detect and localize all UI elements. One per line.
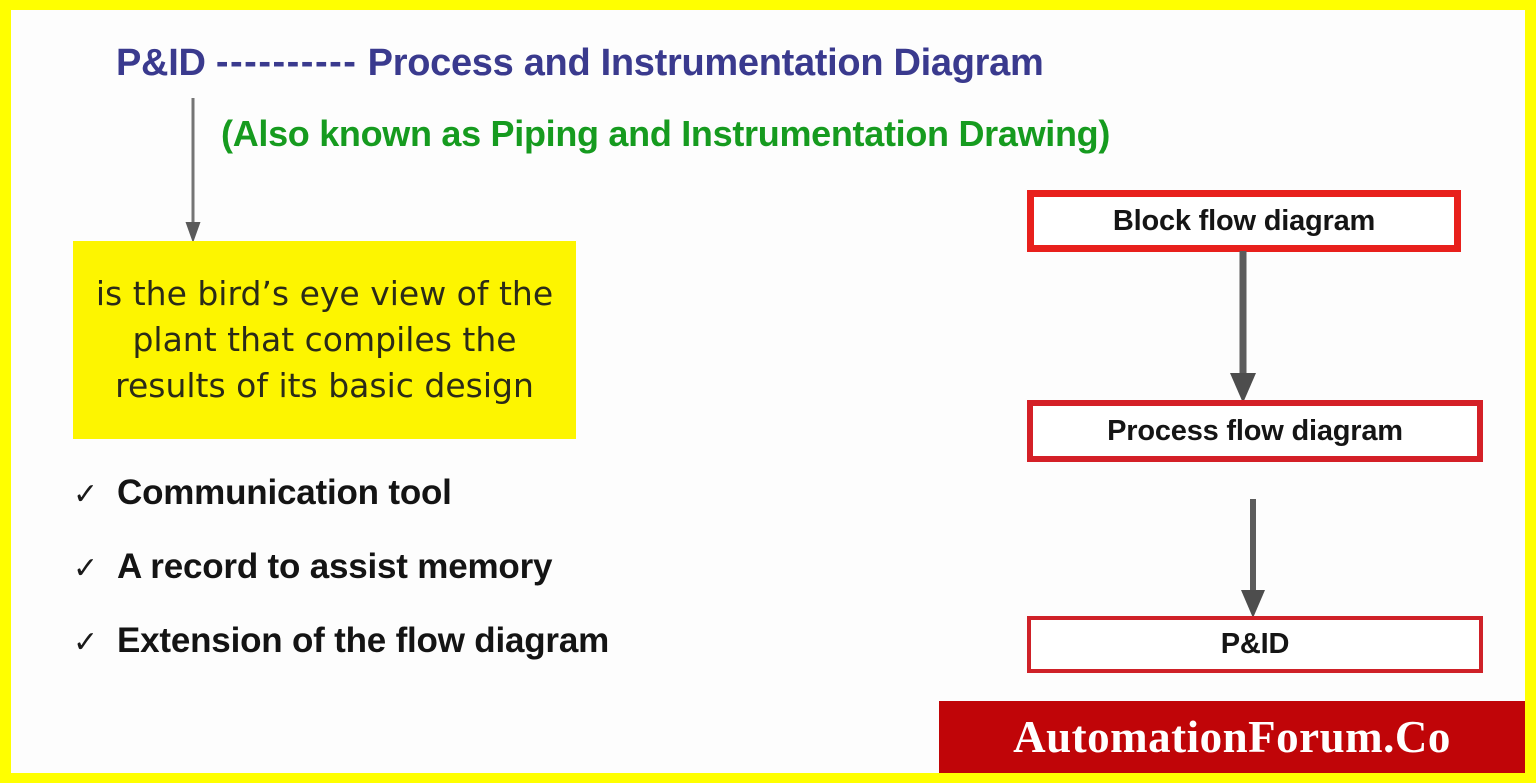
list-item-label: A record to assist memory xyxy=(117,547,553,586)
check-icon: ✓ xyxy=(73,477,99,512)
slide-canvas: P&ID ---------- Process and Instrumentat… xyxy=(11,10,1525,773)
check-icon: ✓ xyxy=(73,551,99,586)
list-item-label: Communication tool xyxy=(117,473,452,512)
flow-node-label: Process flow diagram xyxy=(1107,414,1403,447)
list-item-label: Extension of the flow diagram xyxy=(117,621,610,660)
title-expansion: Process and Instrumentation Diagram xyxy=(367,42,1044,84)
flow-node-process-flow-diagram: Process flow diagram xyxy=(1027,400,1483,462)
flow-node-label: Block flow diagram xyxy=(1112,204,1376,237)
title-abbreviation: P&ID xyxy=(116,42,206,84)
flow-node-block-flow-diagram: Block flow diagram xyxy=(1027,190,1461,252)
definition-highlight-box: is the bird’s eye view of the plant that… xyxy=(73,241,576,439)
down-arrow-icon xyxy=(1241,499,1265,618)
down-arrow-icon xyxy=(1230,251,1256,403)
title-dashes: ---------- xyxy=(215,41,358,84)
watermark-text: AutomationForum.Co xyxy=(1013,712,1451,762)
list-item: ✓ A record to assist memory xyxy=(73,547,933,621)
check-icon: ✓ xyxy=(73,625,99,660)
down-arrow-icon xyxy=(185,98,201,243)
page-subtitle: (Also known as Piping and Instrumentatio… xyxy=(221,113,1111,154)
flow-node-pid: P&ID xyxy=(1027,616,1483,673)
list-item: ✓ Extension of the flow diagram xyxy=(73,621,933,695)
page-title: P&ID ---------- Process and Instrumentat… xyxy=(116,41,1044,86)
watermark-banner: AutomationForum.Co xyxy=(939,701,1525,773)
flow-node-label: P&ID xyxy=(1220,628,1290,660)
definition-text: is the bird’s eye view of the plant that… xyxy=(95,274,554,405)
feature-list: ✓ Communication tool ✓ A record to assis… xyxy=(73,473,933,695)
list-item: ✓ Communication tool xyxy=(73,473,933,547)
